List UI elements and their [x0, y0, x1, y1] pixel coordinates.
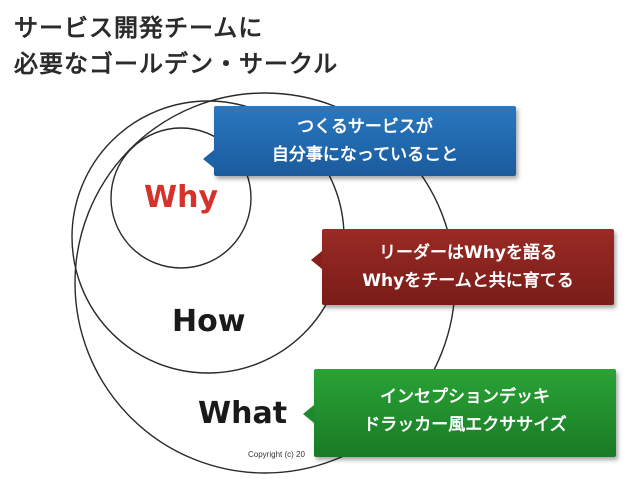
what-callout-line-1: インセプションデッキ — [380, 387, 550, 407]
how-callout: リーダーはWhyを語る Whyをチームと共に育てる — [311, 229, 614, 305]
why-callout: つくるサービスが 自分事になっていること — [203, 106, 516, 176]
why-label: Why — [144, 180, 219, 215]
slide-title-line-1: サービス開発チームに — [14, 14, 264, 42]
slide-title-line-2: 必要なゴールデン・サークル — [14, 50, 339, 78]
how-label: How — [172, 304, 246, 339]
what-callout: インセプションデッキ ドラッカー風エクササイズ — [303, 369, 616, 457]
why-circle — [110, 127, 252, 269]
how-callout-line-2: Whyをチームと共に育てる — [362, 271, 574, 291]
what-label: What — [198, 396, 288, 431]
copyright-notice: Copyright (c) 20 — [248, 450, 305, 459]
why-callout-line-2: 自分事になっていること — [271, 145, 459, 165]
how-callout-line-1: リーダーはWhyを語る — [379, 243, 557, 263]
why-callout-line-1: つくるサービスが — [297, 117, 433, 137]
what-callout-line-2: ドラッカー風エクササイズ — [363, 415, 567, 435]
